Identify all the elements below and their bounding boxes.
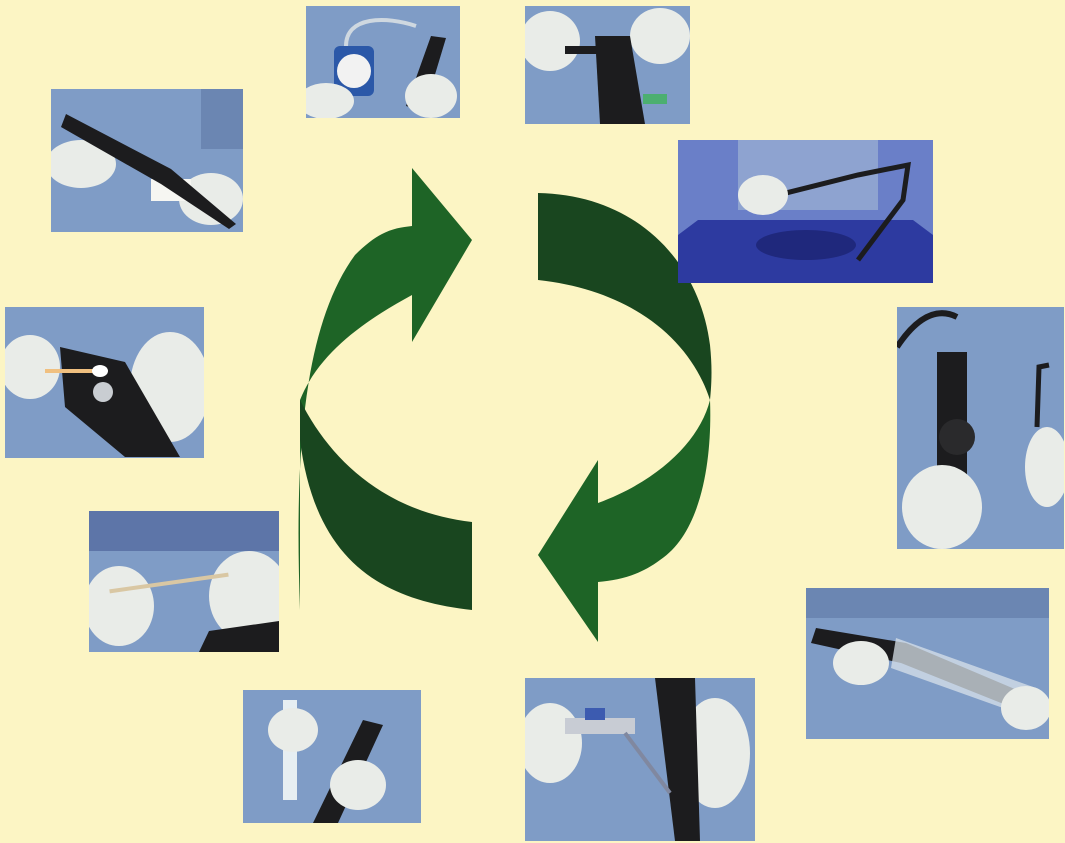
photo-storage-sleeve [806, 588, 1049, 739]
photo-valve-check [525, 6, 690, 124]
photo-leak-tester [306, 6, 460, 118]
arrow-lower-right [538, 400, 710, 642]
photo-swab-port [5, 307, 204, 458]
arrow-lower-left [300, 400, 472, 610]
photo-flush-adapter [525, 678, 755, 841]
photo-soak-tray [678, 140, 933, 283]
photo-suction-tube [243, 690, 421, 823]
photo-brush-channel [89, 511, 279, 652]
photo-wipe-insertion-tube [51, 89, 243, 232]
photo-inspect-tip [897, 307, 1064, 549]
